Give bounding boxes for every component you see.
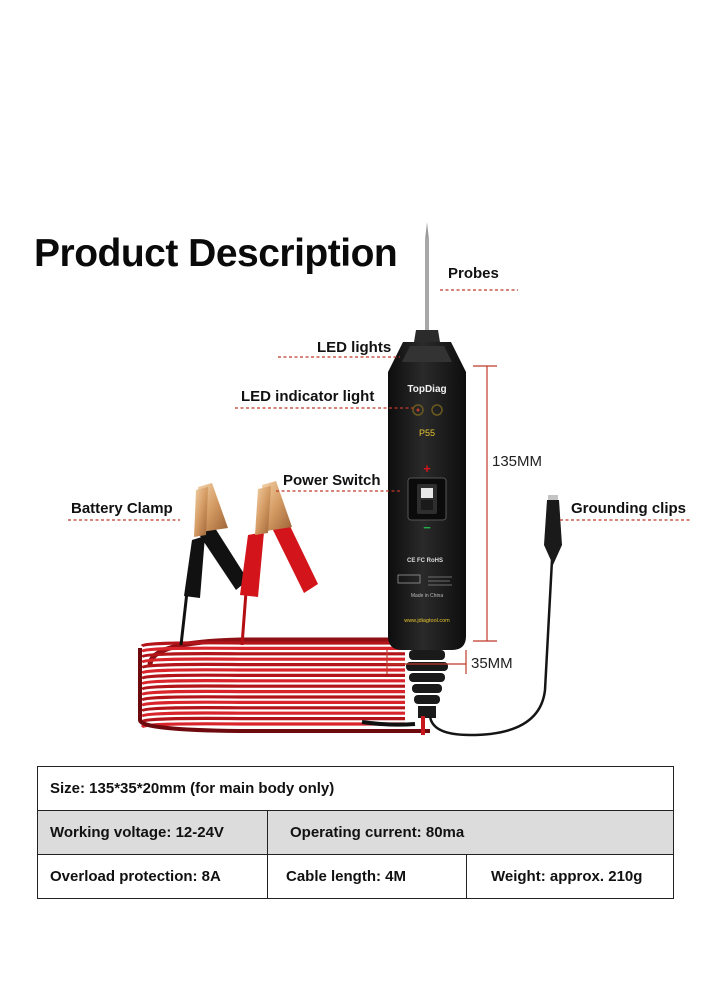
device-brand: TopDiag bbox=[407, 384, 446, 395]
spec-overload-protection: Overload protection: 8A bbox=[37, 854, 268, 899]
cable-wrap bbox=[140, 679, 405, 686]
spec-table: Size: 135*35*20mm (for main body only) W… bbox=[37, 766, 674, 899]
spec-row: Size: 135*35*20mm (for main body only) bbox=[37, 766, 674, 811]
spec-operating-current: Operating current: 80ma bbox=[267, 810, 674, 855]
cable-wrap bbox=[140, 722, 405, 729]
label-power-switch: Power Switch bbox=[283, 472, 381, 489]
spec-cable-length: Cable length: 4M bbox=[267, 854, 467, 899]
cable-boot bbox=[406, 559, 554, 737]
spec-weight: Weight: approx. 210g bbox=[466, 854, 674, 899]
label-grounding-clips: Grounding clips bbox=[571, 500, 686, 517]
cable-wrap bbox=[140, 706, 405, 713]
label-led-indicator: LED indicator light bbox=[241, 388, 375, 405]
spec-working-voltage: Working voltage: 12-24V bbox=[37, 810, 268, 855]
cable-wrap bbox=[140, 689, 405, 697]
cable-wrap bbox=[140, 662, 405, 670]
device-model: P55 bbox=[419, 428, 435, 438]
cable-wrap bbox=[140, 684, 405, 691]
page-title: Product Description bbox=[34, 232, 398, 275]
dimension-length: 135MM bbox=[492, 453, 543, 470]
probe-needle bbox=[414, 222, 440, 342]
battery-clamp-black bbox=[179, 483, 248, 646]
cable-wrap bbox=[140, 668, 405, 675]
label-battery-clamp: Battery Clamp bbox=[71, 500, 173, 517]
dimension-markers bbox=[386, 365, 497, 674]
label-probes: Probes bbox=[448, 265, 499, 282]
cable-wrap bbox=[140, 711, 405, 718]
battery-clamp-red bbox=[240, 481, 318, 646]
device-website: www.jdiagtool.com bbox=[403, 618, 450, 624]
label-led-lights: LED lights bbox=[317, 339, 392, 356]
cable-wrap bbox=[140, 716, 405, 724]
dimension-width: 35MM bbox=[471, 655, 513, 672]
cable-wrap bbox=[140, 700, 405, 707]
spec-row: Overload protection: 8A Cable length: 4M… bbox=[37, 854, 674, 899]
device-minus-sign: − bbox=[423, 520, 431, 535]
cable-wrap bbox=[140, 652, 405, 659]
device-body bbox=[388, 342, 466, 650]
device-made-in: Made in China bbox=[411, 593, 443, 599]
device-cert-marks: CE FC RoHS bbox=[407, 558, 443, 564]
grounding-clip bbox=[544, 495, 562, 565]
cable-wrap bbox=[140, 673, 405, 680]
cable-wrap bbox=[140, 695, 405, 702]
spec-row: Working voltage: 12-24V Operating curren… bbox=[37, 810, 674, 855]
callout-lines bbox=[68, 289, 690, 521]
spec-size: Size: 135*35*20mm (for main body only) bbox=[37, 766, 674, 811]
cable-coil bbox=[138, 637, 430, 733]
cable-wrap bbox=[140, 657, 405, 664]
cable-wrap bbox=[140, 646, 405, 653]
device-plus-sign: + bbox=[423, 461, 431, 476]
cable-wrap bbox=[140, 641, 405, 648]
